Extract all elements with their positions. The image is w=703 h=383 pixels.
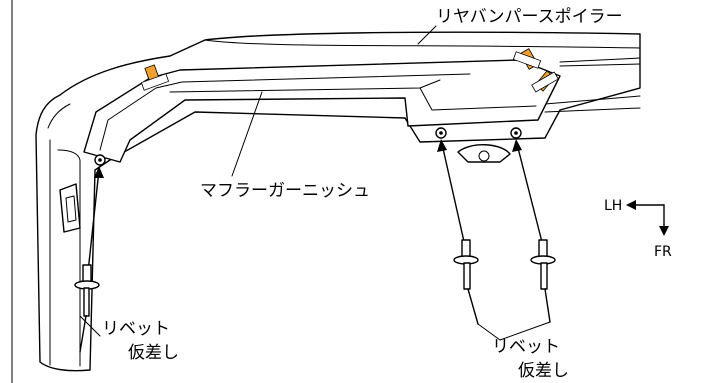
- label-rivet-left-line2: 仮差し: [128, 343, 179, 363]
- rivet-left: [74, 264, 100, 353]
- label-rivet-right-line1: リベット: [492, 337, 560, 357]
- leader-rivet-left: [79, 315, 101, 337]
- label-rivet-left-line1: リベット: [102, 319, 170, 339]
- label-fr: FR: [654, 244, 672, 260]
- arrow-fr-head: [659, 226, 669, 236]
- leader-muffler-garnish: [231, 91, 263, 177]
- label-lh: LH: [604, 198, 622, 214]
- masking-tape-right: [512, 48, 559, 93]
- label-rivet-right-line2: 仮差し: [518, 361, 569, 381]
- rivet-right-2: [530, 239, 556, 323]
- insertion-arrow-left: [87, 166, 104, 273]
- insertion-arrow-right-1: [437, 139, 466, 247]
- insertion-arrow-right-2: [512, 139, 544, 247]
- label-muffler-garnish: マフラーガーニッシュ: [200, 181, 370, 201]
- orientation-indicator: LH FR: [604, 198, 672, 260]
- rivet-hole-left: [94, 154, 106, 166]
- leader-rear-spoiler: [417, 25, 437, 45]
- leader-rivet-right: [477, 321, 551, 341]
- masking-tape-left: [140, 64, 170, 91]
- rivet-hole-right-2: [510, 127, 522, 139]
- rivet-hole-right-1: [435, 127, 447, 139]
- arrow-lh-head: [626, 200, 636, 210]
- rivet-right-1: [453, 239, 479, 325]
- label-rear-bumper-spoiler: リヤバンパースポイラー: [436, 7, 623, 27]
